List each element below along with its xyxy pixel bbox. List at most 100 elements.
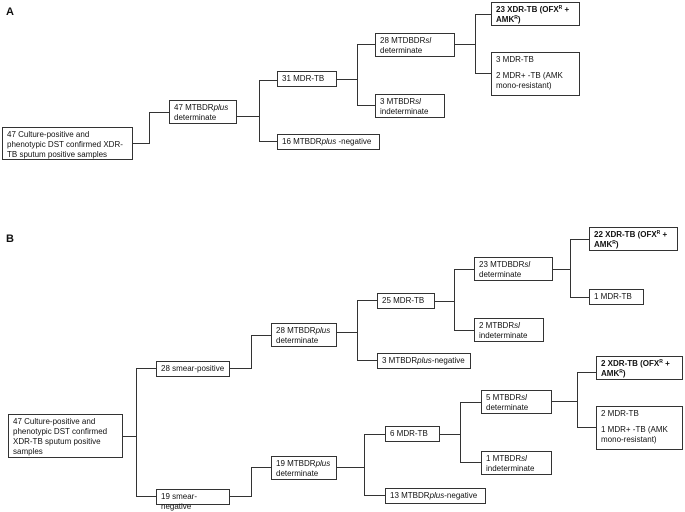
b-neg-plus-negative-suffix: -negative [444,491,478,500]
b-neg-mdr-group-line1: 2 MDR-TB [601,409,639,418]
a-connector [357,105,375,106]
b-neg-mdr-box: 6 MDR-TB [385,426,440,442]
a-connector [237,116,259,117]
b-pos-sl-determinate-box: 23 MTDBDRsl determinate [474,257,553,281]
a-sl-indeterminate-italic: sl [415,97,421,106]
b-connector [230,368,251,369]
b-neg-sl-determinate-text: 5 MTBDR [486,393,522,402]
b-connector [440,434,460,435]
b-root-text: 47 Culture-positive and phenotypic DST c… [13,417,108,456]
b-neg-sl-indeterminate-suffix: indeterminate [486,464,535,473]
b-neg-sl-determinate-italic: sl [521,393,527,402]
a-connector [149,112,150,144]
a-mdr-box: 31 MDR-TB [277,71,337,87]
a-plus-determinate-text: 47 MTBDR [174,103,214,112]
b-connector [460,402,481,403]
b-pos-mdr-text: 25 MDR-TB [382,296,425,305]
a-mdr-group-line2: 2 MDR+ -TB (AMK mono-resistant) [496,71,563,90]
b-neg-plus-determinate-italic: plus [315,459,331,468]
b-connector [552,401,577,402]
b-pos-sl-determinate-italic: sl [524,260,531,269]
b-smear-positive-box: 28 smear-positive [156,361,230,377]
a-connector [149,112,169,113]
b-connector [460,402,461,463]
b-neg-plus-negative-text: 13 MTBDR [390,491,430,500]
b-neg-xdr-close: ) [622,369,626,378]
b-connector [435,301,454,302]
b-neg-sl-determinate-box: 5 MTBDRsl determinate [481,390,552,414]
a-plus-determinate-box: 47 MTBDRplus determinate [169,100,237,124]
b-pos-xdr-text2: + AMK [594,230,668,249]
b-connector [357,300,377,301]
b-pos-plus-determinate-box: 28 MTBDRplus determinate [271,323,337,347]
b-connector [454,269,455,331]
b-connector [454,269,474,270]
b-neg-plus-negative-box: 13 MTBDRplus-negative [385,488,486,504]
a-plus-negative-box: 16 MTBDRplus -negative [277,134,380,150]
a-connector [133,143,149,144]
b-connector [251,335,271,336]
b-connector [357,300,358,361]
b-connector [251,467,252,497]
b-pos-sl-determinate-text: 23 MTDBDR [479,260,525,269]
b-connector [136,368,156,369]
a-connector [455,44,475,45]
panel-a-label: A [6,6,14,18]
a-connector [259,80,260,142]
b-pos-xdr-sup: R [656,230,661,236]
b-connector [577,372,578,428]
a-plus-determinate-italic: plus [213,103,229,112]
b-pos-mdr-box: 25 MDR-TB [377,293,435,309]
b-pos-plus-negative-text: 3 MTBDR [382,356,418,365]
a-connector [259,80,277,81]
b-neg-sl-indeterminate-box: 1 MTBDRsl indeterminate [481,451,552,475]
b-connector [570,239,571,298]
b-neg-sl-determinate-suffix: determinate [486,403,529,412]
b-connector [136,368,137,496]
b-connector [553,269,570,270]
b-pos-xdr-text: 22 XDR-TB (OFX [594,230,657,239]
b-pos-mdr-only-text: 1 MDR-TB [594,292,632,301]
b-connector [251,335,252,369]
b-pos-plus-negative-suffix: -negative [431,356,465,365]
b-neg-xdr-text: 2 XDR-TB (OFX [601,359,660,368]
b-root-box: 47 Culture-positive and phenotypic DST c… [8,414,123,458]
a-sl-indeterminate-suffix: indeterminate [380,107,429,116]
b-pos-plus-determinate-italic: plus [315,326,331,335]
b-connector [136,496,156,497]
b-connector [454,330,474,331]
b-neg-mdr-text: 6 MDR-TB [390,429,428,438]
b-neg-plus-negative-italic: plus [429,491,445,500]
a-connector [475,73,491,74]
b-neg-xdr-sup: R [659,359,663,365]
b-connector [364,434,365,496]
a-xdr-text: 23 XDR-TB (OFX [496,5,559,14]
b-connector [570,297,589,298]
b-neg-plus-determinate-text: 19 MTBDR [276,459,316,468]
a-xdr-box: 23 XDR-TB (OFXR + AMKR) [491,2,580,26]
b-neg-plus-determinate-box: 19 MTBDRplus determinate [271,456,337,480]
a-sl-indeterminate-text: 3 MTBDR [380,97,416,106]
a-plus-negative-suffix: -negative [336,137,372,146]
a-plus-determinate-suffix: determinate [174,113,217,122]
a-mdr-text: 31 MDR-TB [282,74,325,83]
b-neg-xdr-box: 2 XDR-TB (OFXR + AMKR) [596,356,683,380]
b-pos-sl-indeterminate-italic: sl [514,321,520,330]
b-neg-plus-determinate-suffix: determinate [276,469,319,478]
b-connector [123,436,136,437]
a-connector [357,44,375,45]
a-connector [475,14,476,74]
b-connector [364,495,385,496]
a-xdr-text2: + AMK [496,5,570,24]
b-pos-sl-determinate-suffix: determinate [479,270,522,279]
a-mdr-group-line1: 3 MDR-TB [496,55,534,64]
b-smear-negative-box: 19 smear-negative [156,489,230,511]
b-pos-plus-determinate-suffix: determinate [276,336,319,345]
b-pos-sl-indeterminate-suffix: indeterminate [479,331,528,340]
b-pos-sl-indeterminate-text: 2 MTBDR [479,321,515,330]
panel-b-label: B [6,233,14,245]
a-sl-determinate-box: 28 MTDBDRsl determinate [375,33,455,57]
b-connector [357,360,377,361]
a-sl-determinate-text: 28 MTDBDR [380,36,426,45]
b-neg-sl-indeterminate-italic: sl [521,454,527,463]
